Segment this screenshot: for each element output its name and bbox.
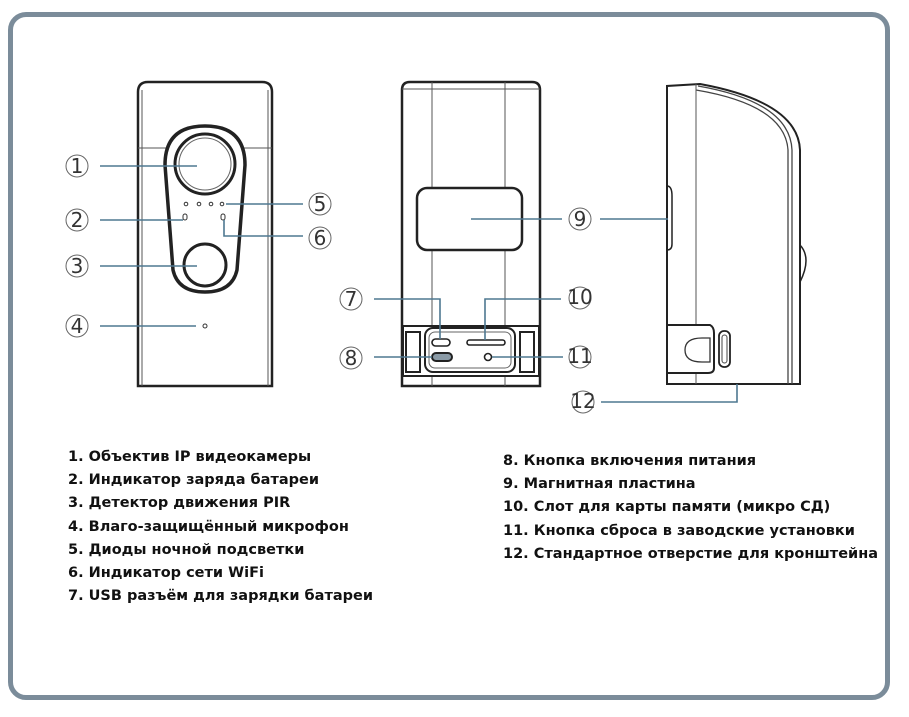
legend-item: 12. Стандартное отверстие для кронштейна xyxy=(503,545,879,562)
power-button xyxy=(431,352,453,362)
legend-item: 3. Детектор движения PIR xyxy=(68,495,291,512)
svg-text:3: 3 xyxy=(71,254,84,278)
svg-text:9: 9 xyxy=(574,207,587,231)
leader-lines xyxy=(100,165,738,403)
callout-10: 10 xyxy=(567,285,593,310)
callout-3: 3 xyxy=(65,254,89,278)
side-view xyxy=(666,82,807,385)
callout-2: 2 xyxy=(65,208,89,232)
svg-text:10: 10 xyxy=(567,285,592,309)
legend-item: 8. Кнопка включения питания xyxy=(503,453,757,469)
back-view xyxy=(400,80,542,388)
svg-text:5: 5 xyxy=(314,192,327,216)
pir-sensor xyxy=(182,242,228,288)
svg-text:4: 4 xyxy=(71,314,84,338)
sd-card-slot xyxy=(466,339,506,346)
callout-1: 1 xyxy=(65,154,89,178)
callout-5: 5 xyxy=(308,192,332,216)
legend-item: 5. Диоды ночной подсветки xyxy=(68,541,305,558)
front-view xyxy=(136,80,274,388)
reset-button xyxy=(483,352,493,362)
legend-left: 1. Объектив IP видеокамеры 2. Индикатор … xyxy=(68,446,373,608)
svg-text:6: 6 xyxy=(314,226,327,250)
callout-9: 9 xyxy=(568,207,592,231)
usb-port xyxy=(431,338,451,347)
ir-led xyxy=(208,201,214,207)
svg-text:2: 2 xyxy=(71,208,84,232)
legend-item: 7. USB разъём для зарядки батареи xyxy=(68,588,374,605)
callout-6: 6 xyxy=(308,226,332,250)
svg-text:11: 11 xyxy=(567,344,592,368)
side-usb-port xyxy=(718,330,731,368)
legend-item: 6. Индикатор сети WiFi xyxy=(68,565,264,582)
legend-right: 8. Кнопка включения питания 9. Магнитная… xyxy=(503,450,878,566)
microphone xyxy=(202,323,208,329)
ir-led xyxy=(219,201,225,207)
legend-item: 1. Объектив IP видеокамеры xyxy=(68,449,312,465)
ir-led xyxy=(196,201,202,207)
callout-4: 4 xyxy=(65,314,89,338)
callouts: 1 2 3 4 5 6 7 8 9 10 11 12 xyxy=(65,154,596,414)
ir-led xyxy=(183,201,189,207)
battery-indicator xyxy=(182,213,188,221)
legend-item: 11. Кнопка сброса в заводские установки xyxy=(503,522,855,539)
lens xyxy=(173,132,237,196)
wifi-indicator xyxy=(220,213,226,221)
callout-7: 7 xyxy=(339,287,363,311)
legend-item: 9. Магнитная пластина xyxy=(503,476,696,493)
callout-11: 11 xyxy=(567,344,593,369)
svg-text:8: 8 xyxy=(345,346,358,370)
legend-item: 4. Влаго-защищённый микрофон xyxy=(68,518,349,535)
legend-item: 2. Индикатор заряда батареи xyxy=(68,472,320,489)
callout-12: 12 xyxy=(570,389,596,414)
legend-item: 10. Слот для карты памяти (микро СД) xyxy=(503,499,831,516)
svg-text:12: 12 xyxy=(570,389,595,413)
callout-8: 8 xyxy=(339,346,363,370)
svg-text:1: 1 xyxy=(71,154,84,178)
svg-text:7: 7 xyxy=(345,287,358,311)
